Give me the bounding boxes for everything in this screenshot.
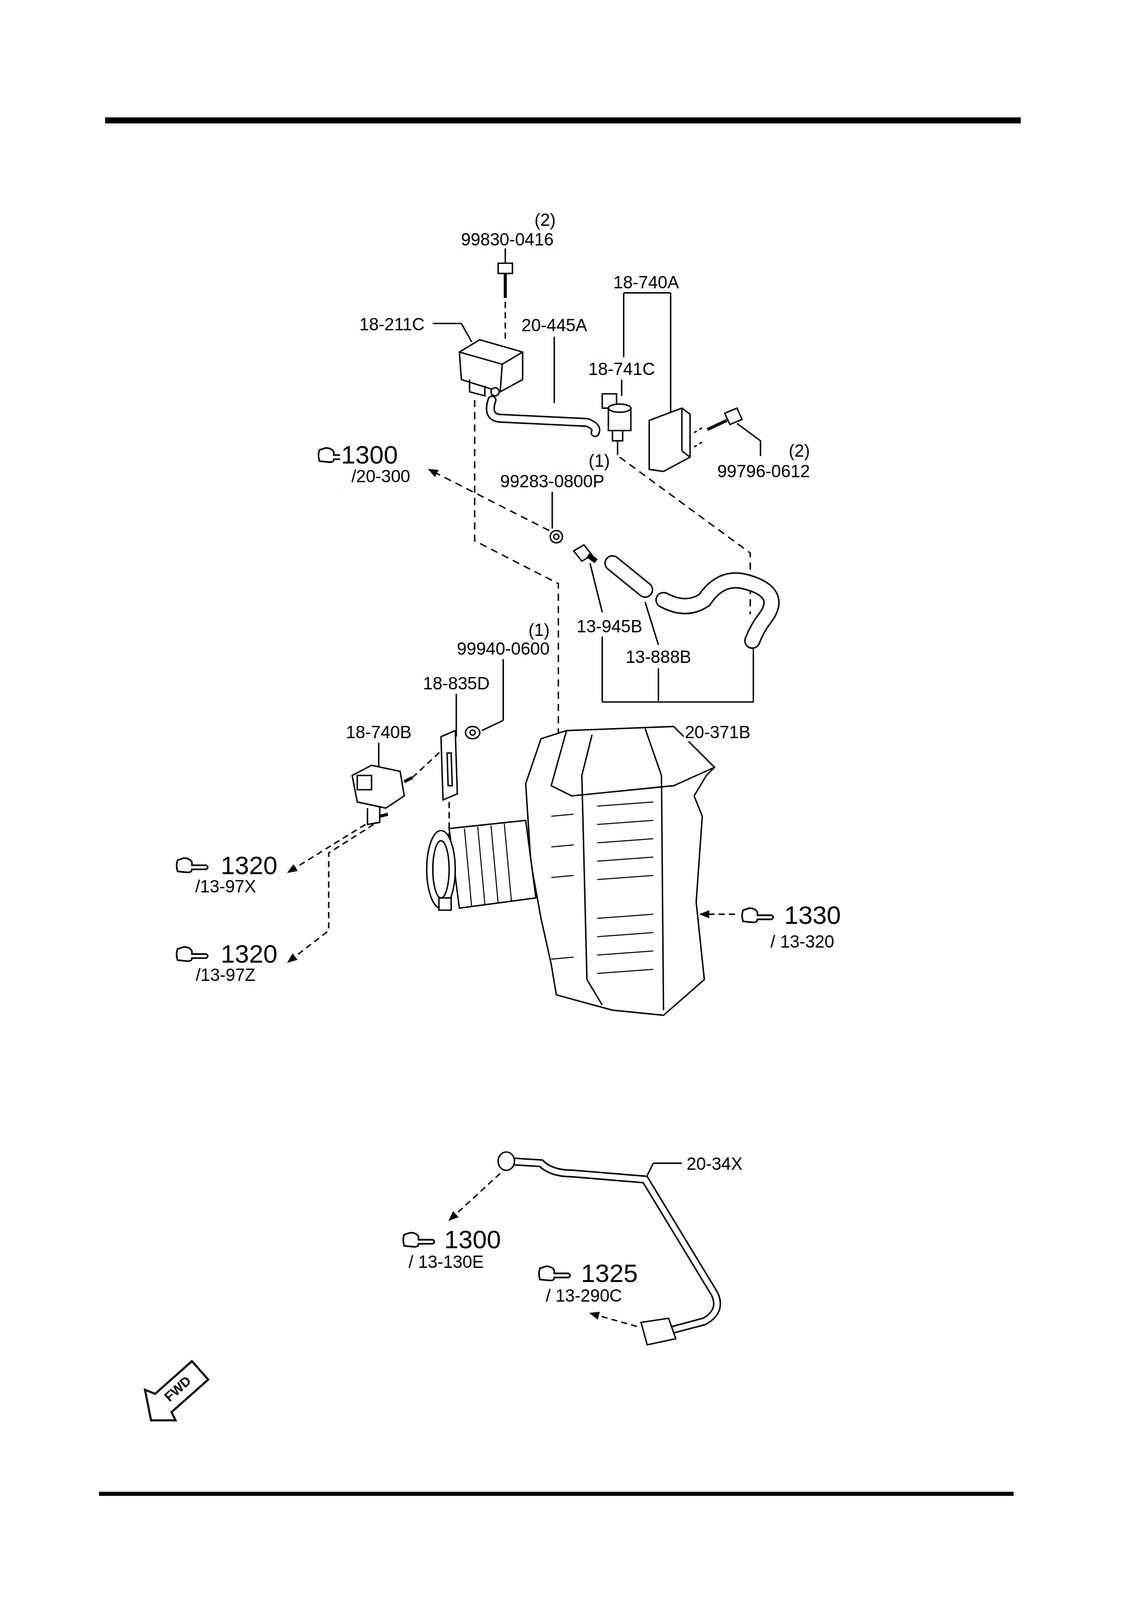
- part-number: 20-34X: [685, 1156, 744, 1174]
- part-number: 13-945B: [575, 617, 644, 636]
- reference-number: 1320: [219, 941, 279, 968]
- part-number: /13-97X: [193, 878, 257, 896]
- part-number: 18-835D: [422, 675, 491, 693]
- reference-number: 1330: [783, 902, 843, 929]
- part-number: 18-740B: [345, 724, 413, 742]
- reference-number: 1300: [340, 442, 399, 469]
- part-number: 99796-0612: [716, 462, 811, 481]
- part-number: 18-211C: [358, 315, 426, 334]
- part-number: / 13-290C: [544, 1287, 624, 1305]
- part-number: 18-740A: [612, 274, 681, 292]
- reference-number: 1320: [219, 853, 279, 879]
- part-number: / 13-130E: [407, 1254, 485, 1272]
- part-number: 13-888B: [624, 648, 692, 666]
- part-number: / 13-320: [769, 933, 836, 951]
- part-number: 20-371B: [683, 724, 752, 742]
- part-number: (1): [587, 452, 611, 471]
- part-number: /20-300: [350, 467, 411, 486]
- part-number: 99940-0600: [455, 640, 551, 658]
- part-number: 20-445A: [520, 316, 588, 335]
- reference-number: 1300: [443, 1227, 503, 1253]
- part-number: (2): [787, 442, 812, 461]
- part-number: (1): [527, 622, 551, 640]
- reference-number: 1325: [580, 1261, 639, 1287]
- part-number: 99830-0416: [460, 231, 555, 249]
- part-number: /13-97Z: [194, 967, 257, 985]
- part-number: (2): [533, 211, 557, 230]
- part-number: 99283-0800P: [499, 473, 606, 491]
- part-number: 18-741C: [587, 361, 656, 379]
